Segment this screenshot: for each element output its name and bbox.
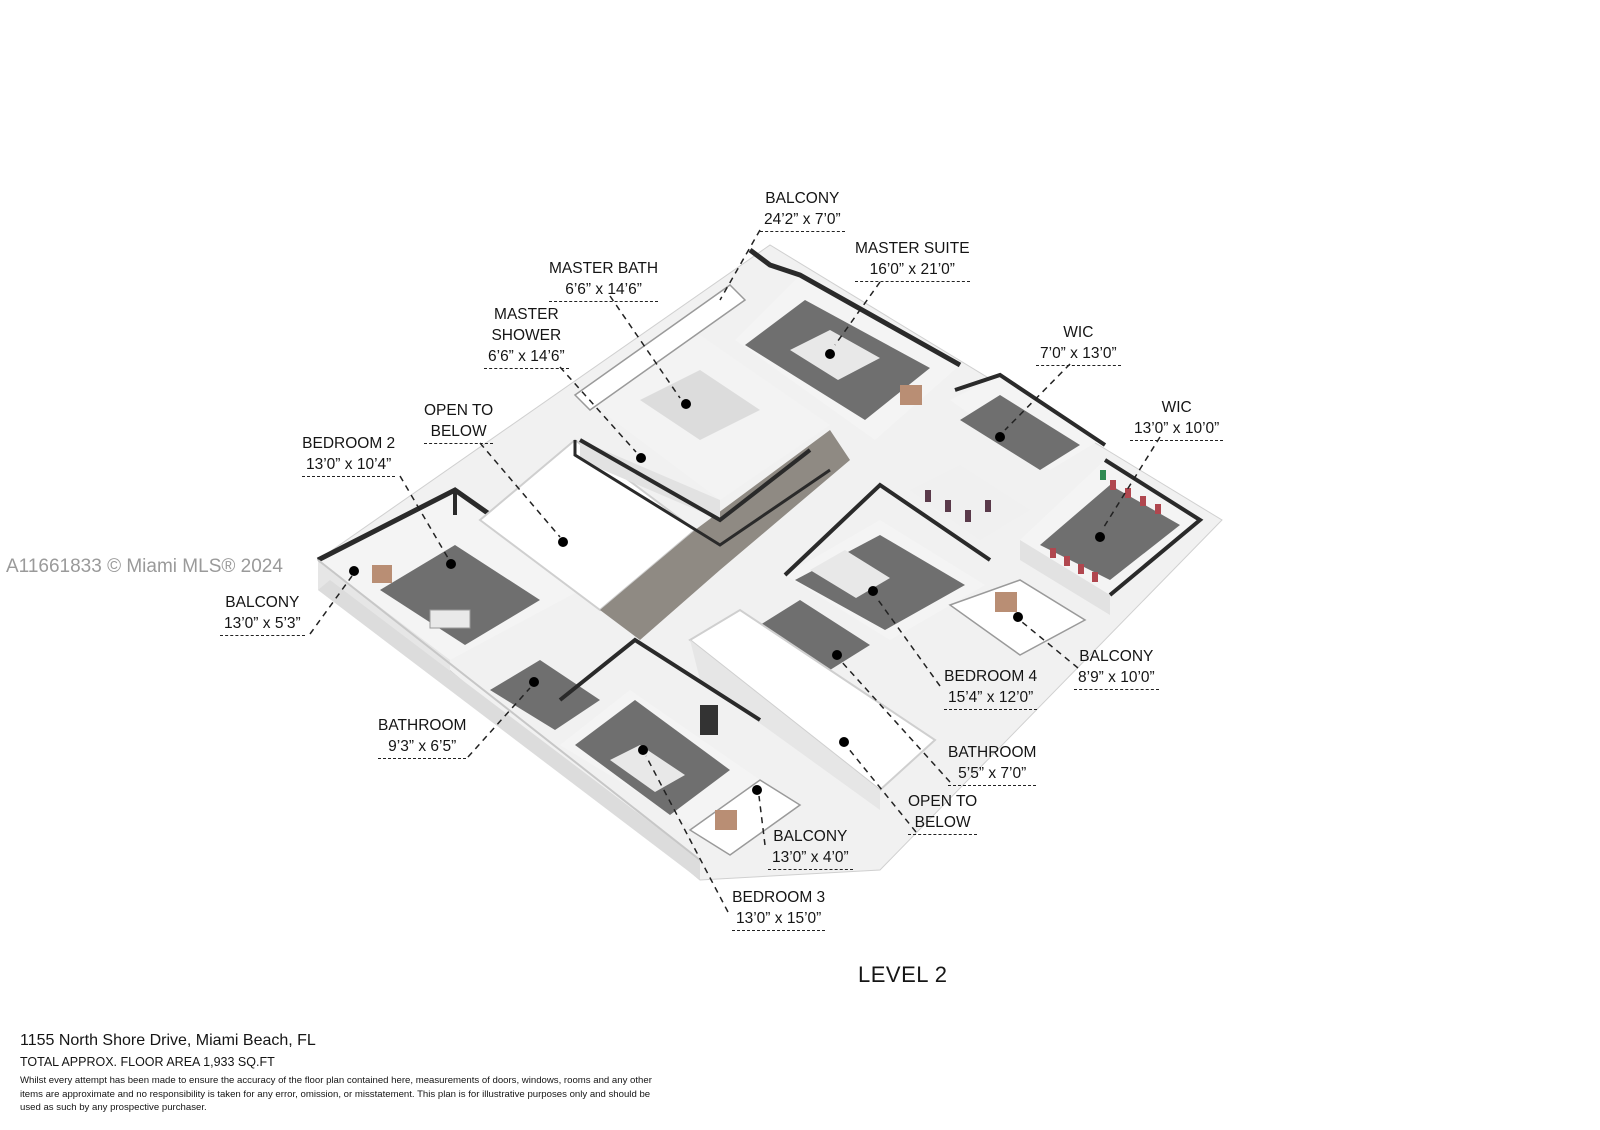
footer-floor-area: TOTAL APPROX. FLOOR AREA 1,933 SQ.FT — [20, 1055, 275, 1069]
leader-lines — [309, 229, 1161, 913]
hallway-floor — [600, 430, 850, 640]
balcony-lower-area — [688, 779, 802, 856]
wic-right-area — [940, 458, 1204, 615]
bathroom-lower-area — [490, 660, 600, 730]
bathroom-mid-area — [760, 600, 870, 670]
bedroom-4-area — [783, 482, 992, 640]
footer-disclaimer: Whilst every attempt has been made to en… — [20, 1075, 652, 1113]
open-to-below-right — [688, 608, 937, 792]
bedroom-3-area — [558, 637, 762, 830]
room-markers — [349, 349, 1105, 795]
footer-address: 1155 North Shore Drive, Miami Beach, FL — [20, 1032, 316, 1049]
level-title: LEVEL 2 — [858, 962, 948, 987]
mls-watermark: A11661833 © Miami MLS® 2024 — [6, 556, 283, 577]
master-bath-area — [579, 335, 830, 523]
wic-upper-area — [950, 372, 1107, 470]
master-suite-area — [735, 248, 962, 440]
